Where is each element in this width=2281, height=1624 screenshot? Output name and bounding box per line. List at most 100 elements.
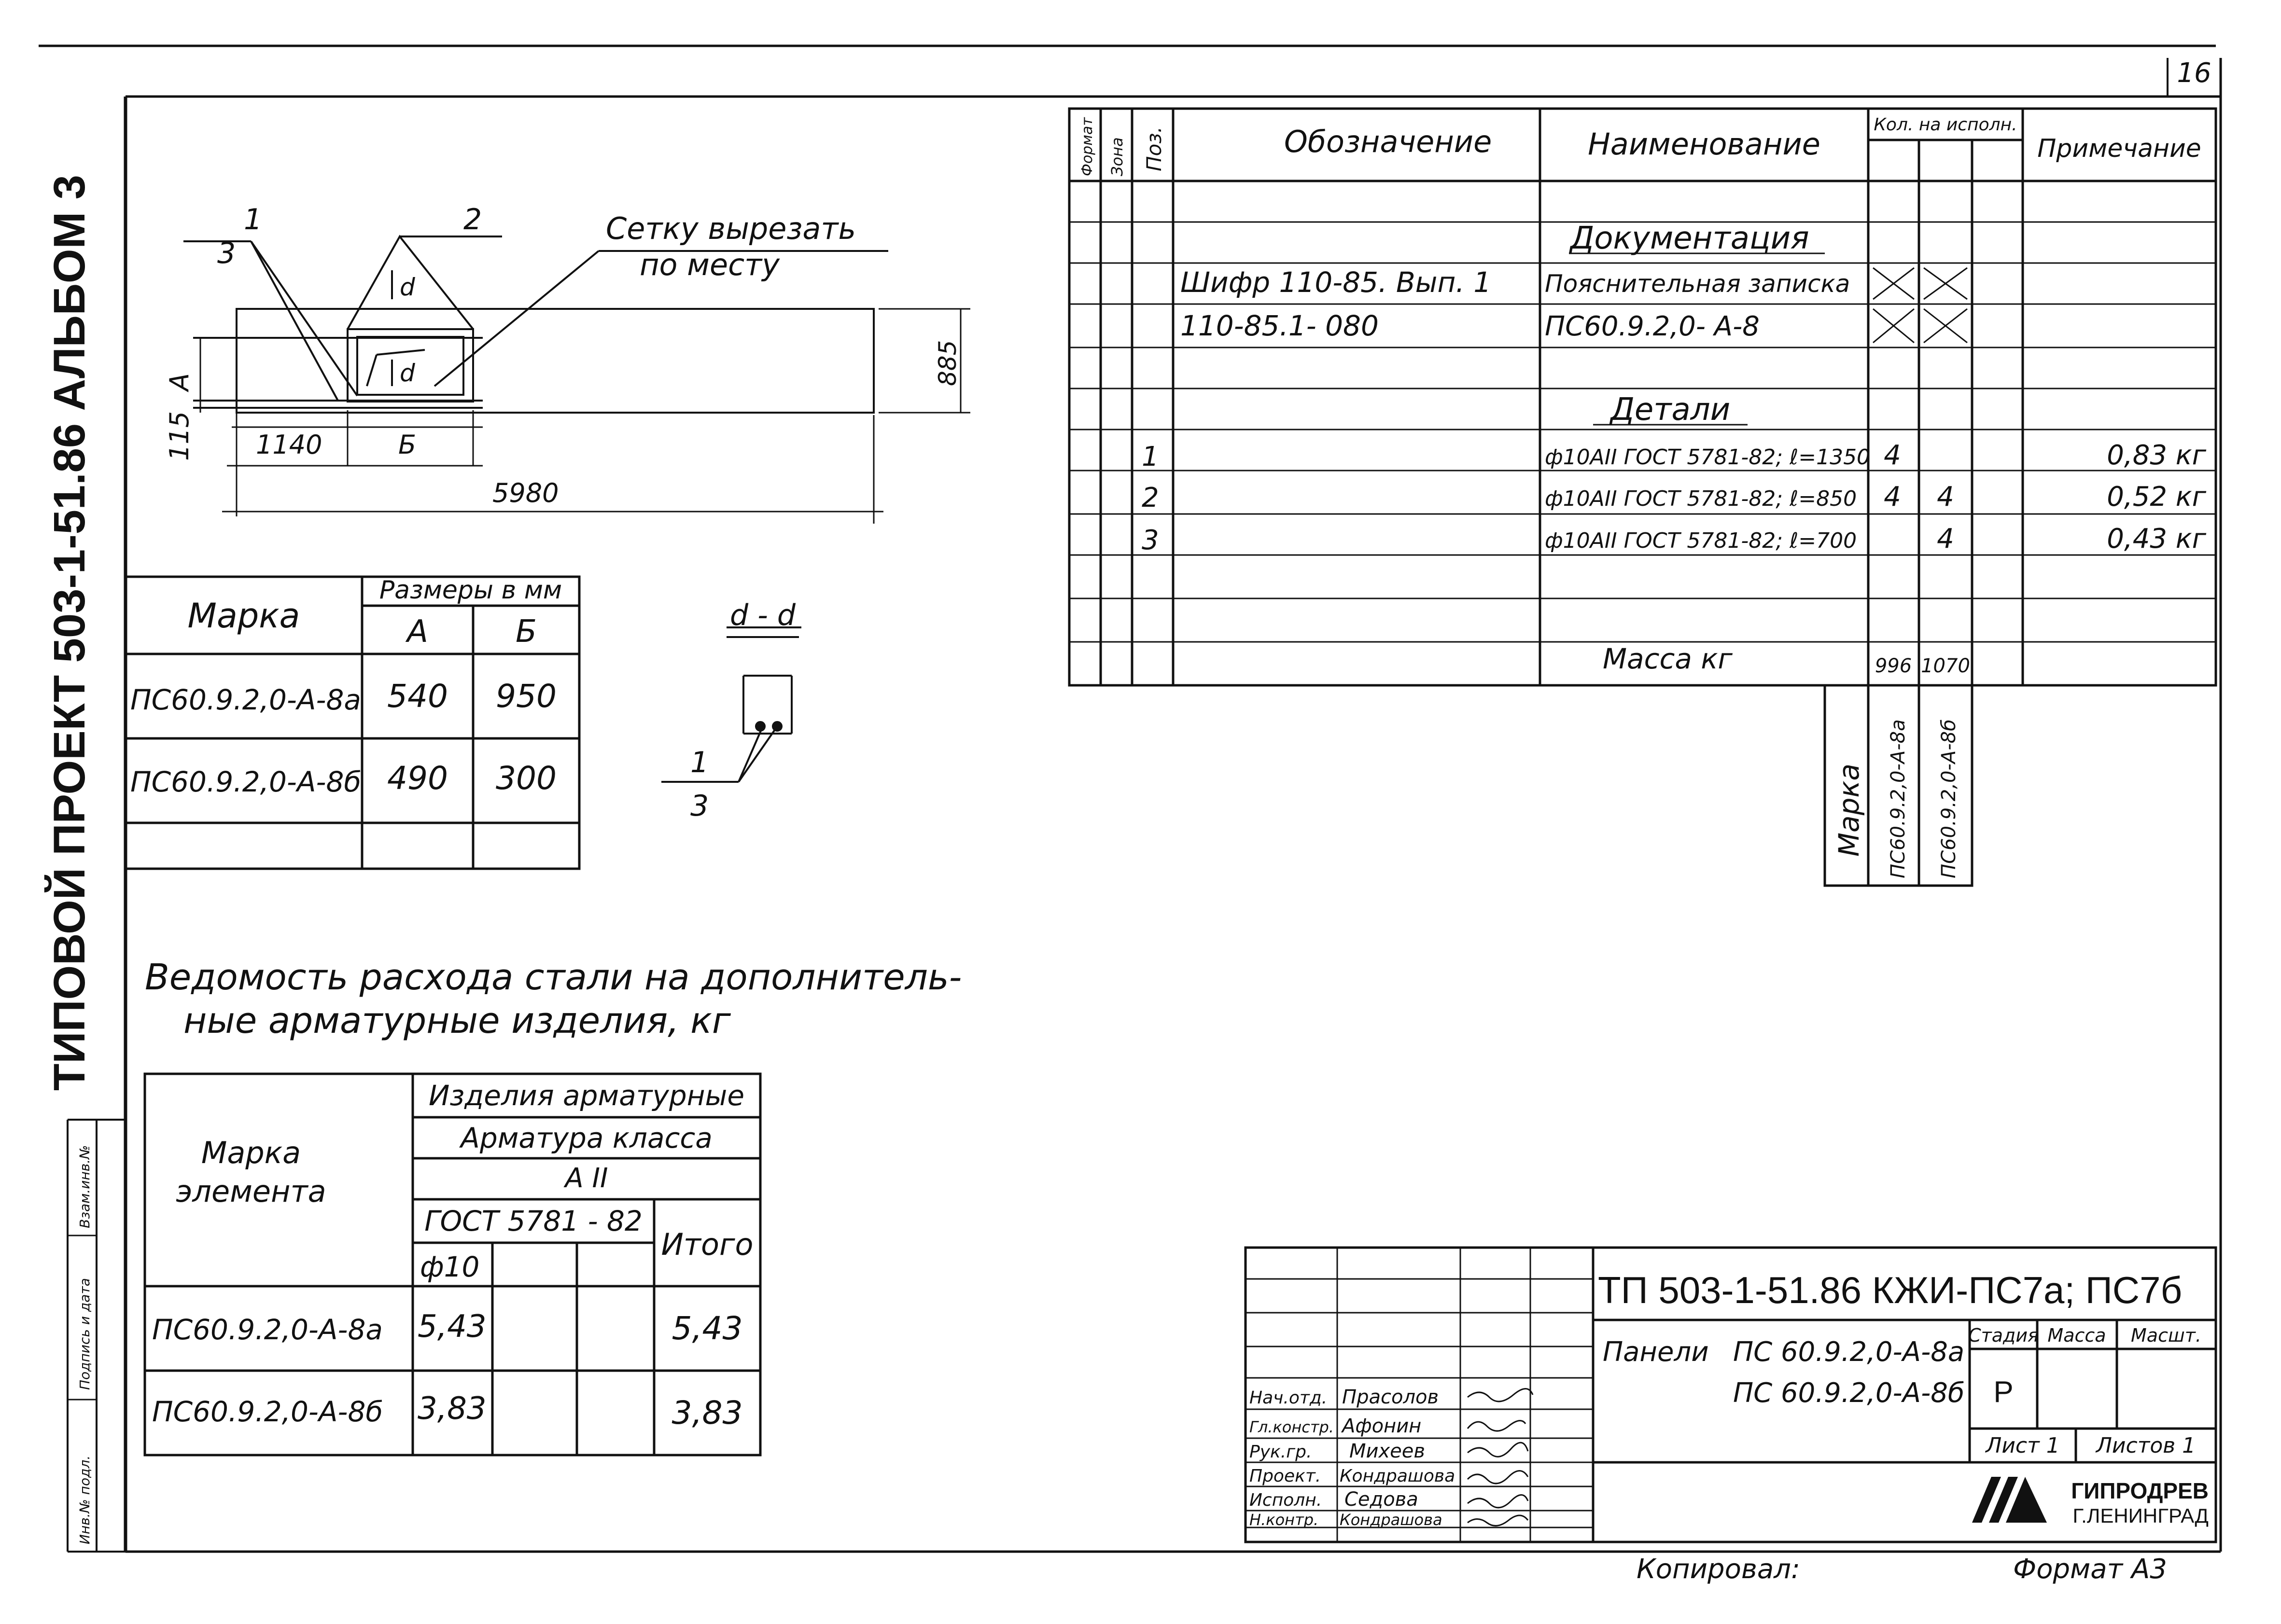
spec-table-grid — [1068, 107, 2217, 887]
steel-col-total: Итого — [661, 1227, 754, 1262]
org-city: Г.ЛЕНИНГРАД — [2072, 1504, 2209, 1527]
spec-doc-2-name: ПС60.9.2,0- А-8 — [1545, 311, 1760, 342]
spec-section-details: Детали — [1609, 392, 1730, 428]
spec-detail-2-q1: 4 — [1884, 481, 1901, 513]
steel-col-d10: ф10 — [420, 1250, 479, 1283]
side-stamp-replace: Взам.инв.№ — [77, 1145, 93, 1228]
spec-h-zone: Зона — [1108, 137, 1126, 176]
copied-by: Копировал: — [1637, 1554, 1800, 1585]
dims-col-a: A — [405, 614, 428, 650]
steel-group-1: Изделия арматурные — [429, 1079, 744, 1112]
signer-4-role: Проект. — [1249, 1466, 1321, 1486]
dim-115: 115 — [164, 411, 195, 461]
panel-drawing — [183, 235, 970, 524]
signer-6-role: Н.контр. — [1249, 1511, 1318, 1529]
steel-col-mark-2: элемента — [176, 1174, 326, 1209]
spec-doc-1-designation: Шифр 110-85. Вып. 1 — [1180, 266, 1491, 299]
signer-2-role: Гл.констр. — [1249, 1418, 1334, 1436]
dim-885: 885 — [934, 340, 962, 386]
spec-detail-3-name: ф10АII ГОСТ 5781-82; ℓ=700 — [1545, 528, 1857, 553]
drawing-code: ТП 503-1-51.86 КЖИ-ПС7а; ПС7б — [1598, 1269, 2182, 1311]
steel-table-grid — [143, 1072, 762, 1457]
spec-detail-1-note: 0,83 кг — [2107, 440, 2206, 471]
spec-doc-1-name: Пояснительная записка — [1545, 270, 1850, 298]
spec-doc-2-designation: 110-85.1- 080 — [1180, 309, 1379, 342]
spec-mass-q1: 996 — [1875, 655, 1912, 677]
dims-col-group: Размеры в мм — [379, 576, 562, 605]
dims-table-grid — [124, 575, 581, 870]
spec-detail-3-q2: 4 — [1937, 523, 1954, 555]
org-name: ГИПРОДРЕВ — [2071, 1478, 2209, 1503]
spec-section-doc: Документация — [1568, 221, 1809, 256]
dims-col-mark: Марка — [188, 596, 300, 636]
leader-3: 3 — [217, 236, 236, 270]
signer-6-name: Кондрашова — [1340, 1511, 1442, 1529]
steel-group-3: А II — [563, 1163, 608, 1194]
steel-row-1-mark: ПС60.9.2,0-А-8а — [152, 1313, 383, 1346]
dims-row-2-mark: ПС60.9.2,0-А-8б — [130, 765, 361, 798]
cut-note-line1: Сетку вырезать — [606, 211, 856, 246]
spec-mass-label: Масса кг — [1603, 642, 1733, 675]
signatures — [1467, 1388, 1534, 1527]
section-d-d — [661, 626, 801, 783]
panel-a: ПС 60.9.2,0-А-8а — [1733, 1336, 1964, 1368]
spec-detail-2-note: 0,52 кг — [2107, 481, 2206, 513]
dims-row-1-mark: ПС60.9.2,0-А-8а — [130, 683, 361, 716]
scale-header: Масшт. — [2131, 1325, 2201, 1346]
side-title: ТИПОВОЙ ПРОЕКТ 503-1-51.86 АЛЬБОМ 3 — [44, 175, 94, 1091]
spec-h-designation: Обозначение — [1284, 124, 1492, 159]
steel-row-1-d10: 5,43 — [418, 1309, 487, 1345]
side-stamp-inv: Инв.№ подл. — [77, 1456, 93, 1544]
panels-label: Панели — [1603, 1336, 1709, 1368]
steel-row-2-total: 3,83 — [672, 1394, 743, 1431]
spec-detail-1-pos: 1 — [1142, 441, 1159, 472]
stage-value: Р — [1993, 1375, 2013, 1409]
signer-2-name: Афонин — [1341, 1415, 1421, 1437]
org-logo — [1972, 1477, 2047, 1523]
dim-1140: 1140 — [256, 430, 322, 460]
dim-b: Б — [398, 430, 416, 460]
spec-h-format: Формат — [1079, 117, 1096, 176]
spec-mark-b: ПС60.9.2,0-А-8б — [1938, 719, 1960, 878]
signer-5-name: Седова — [1344, 1488, 1418, 1511]
dims-row-2-b: 300 — [496, 760, 557, 797]
spec-detail-3-pos: 3 — [1142, 525, 1159, 556]
spec-detail-1-q1: 4 — [1884, 440, 1901, 471]
section-d-d-title: d - d — [730, 598, 796, 632]
signer-4-name: Кондрашова — [1340, 1466, 1455, 1486]
stage-header: Стадия — [1968, 1325, 2039, 1346]
dims-row-2-a: 490 — [387, 760, 448, 797]
steel-row-1-total: 5,43 — [672, 1310, 743, 1347]
steel-row-2-d10: 3,83 — [418, 1391, 487, 1427]
section-mark-top: d — [400, 273, 415, 301]
dims-row-1-a: 540 — [387, 678, 448, 715]
section-leader-1: 1 — [690, 746, 709, 779]
steel-row-2-mark: ПС60.9.2,0-А-8б — [152, 1395, 383, 1428]
side-stamp-sign: Подпись и дата — [77, 1278, 93, 1390]
spec-detail-2-name: ф10АII ГОСТ 5781-82; ℓ=850 — [1545, 486, 1857, 511]
dim-a: A — [164, 373, 195, 392]
spec-detail-3-note: 0,43 кг — [2107, 523, 2206, 555]
steel-group-2: Арматура класса — [459, 1122, 713, 1154]
steel-group-4: ГОСТ 5781 - 82 — [424, 1205, 643, 1237]
sheets-total: Листов 1 — [2095, 1433, 2196, 1458]
steel-title-line1: Ведомость расхода стали на дополнитель- — [145, 957, 962, 998]
signer-1-role: Нач.отд. — [1249, 1388, 1327, 1408]
signer-3-role: Рук.гр. — [1249, 1442, 1312, 1462]
dims-col-b: Б — [516, 614, 537, 650]
sheet-no: Лист 1 — [1985, 1433, 2059, 1458]
spec-mark-label: Марка — [1833, 763, 1865, 857]
leader-2: 2 — [463, 203, 482, 236]
spec-detail-2-q2: 4 — [1937, 481, 1954, 513]
dims-row-1-b: 950 — [496, 678, 557, 715]
title-block-grid — [1244, 1246, 2217, 1543]
cut-note-line2: по месту — [640, 247, 780, 282]
spec-h-name: Наименование — [1588, 126, 1820, 162]
spec-mark-a: ПС60.9.2,0-А-8а — [1887, 719, 1909, 878]
dim-5980: 5980 — [492, 478, 559, 508]
spec-mass-q2: 1070 — [1921, 655, 1970, 677]
sheet-format: Формат А3 — [2013, 1554, 2167, 1585]
steel-col-mark-1: Марка — [201, 1135, 301, 1170]
signer-1-name: Прасолов — [1342, 1386, 1439, 1408]
